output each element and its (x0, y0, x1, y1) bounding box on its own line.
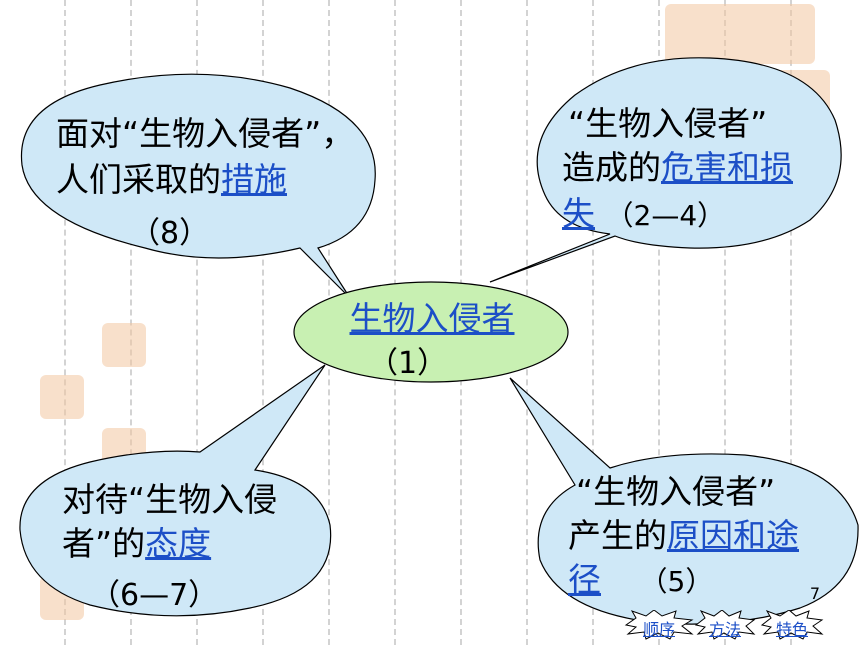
cause-link-part2[interactable]: 径 (568, 560, 601, 599)
grid-line (262, 0, 264, 645)
speech-bubble-attitude (19, 364, 332, 617)
measures-line1: 面对“生物入侵者”， (56, 114, 355, 153)
speech-bubble-measures (20, 73, 376, 299)
nav-label-feature: 特色 (775, 620, 808, 639)
center-number: （1） (368, 346, 448, 381)
measures-line2: 人们采取的措施 (56, 158, 287, 202)
attitude-link[interactable]: 态度 (145, 524, 212, 563)
grid-line (130, 0, 132, 645)
speech-bubble-cause (509, 377, 859, 625)
starburst-icon (694, 609, 756, 640)
harm-number: （2—4） (605, 199, 726, 232)
grid-line (64, 0, 66, 645)
cause-line3: 径 （5） (568, 558, 713, 604)
harm-line2: 造成的危害和损 (562, 146, 793, 190)
harm-link-part2[interactable]: 失 (562, 194, 595, 233)
grid-line (724, 0, 726, 645)
cause-line2-prefix: 产生的 (568, 516, 667, 555)
attitude-line1: 对待“生物入侵 (62, 480, 278, 519)
grid-line (592, 0, 594, 645)
starburst-icon (760, 609, 824, 640)
harm-line1: “生物入侵者” (568, 104, 768, 143)
speech-bubble-harm (489, 57, 842, 283)
grid-line (658, 0, 660, 645)
nav-button-method[interactable]: 方法 (694, 609, 756, 640)
nav-button-order[interactable]: 顺序 (624, 609, 694, 640)
grid-line (790, 0, 792, 645)
attitude-number: （6—7） (90, 578, 219, 613)
measures-line2-prefix: 人们采取的 (56, 160, 221, 199)
cause-line2: 产生的原因和途 (568, 514, 799, 558)
seal-stamp-decoration (102, 323, 146, 367)
cause-line1: “生物入侵者” (576, 472, 776, 511)
seal-stamp-decoration (665, 4, 815, 64)
nav-label-order: 顺序 (642, 620, 675, 639)
center-ellipse (293, 281, 569, 383)
attitude-line2: 者”的态度 (62, 522, 211, 566)
nav-button-feature[interactable]: 特色 (760, 609, 824, 640)
cause-link-part1[interactable]: 原因和途 (667, 516, 799, 555)
center-node: 生物入侵者 (310, 292, 554, 340)
measures-link[interactable]: 措施 (221, 160, 287, 199)
center-title-link[interactable]: 生物入侵者 (349, 299, 515, 338)
seal-stamp-decoration (40, 375, 84, 419)
starburst-icon (624, 609, 694, 640)
nav-label-method: 方法 (708, 620, 741, 639)
harm-line2-prefix: 造成的 (562, 148, 661, 187)
harm-line3: 失 （2—4） (562, 192, 725, 238)
measures-number: （8） (130, 216, 210, 251)
attitude-line2-prefix: 者”的 (62, 524, 146, 563)
page-number: 7 (809, 584, 820, 603)
harm-link-part1[interactable]: 危害和损 (661, 148, 793, 187)
grid-line (196, 0, 198, 645)
cause-number: （5） (639, 565, 714, 598)
